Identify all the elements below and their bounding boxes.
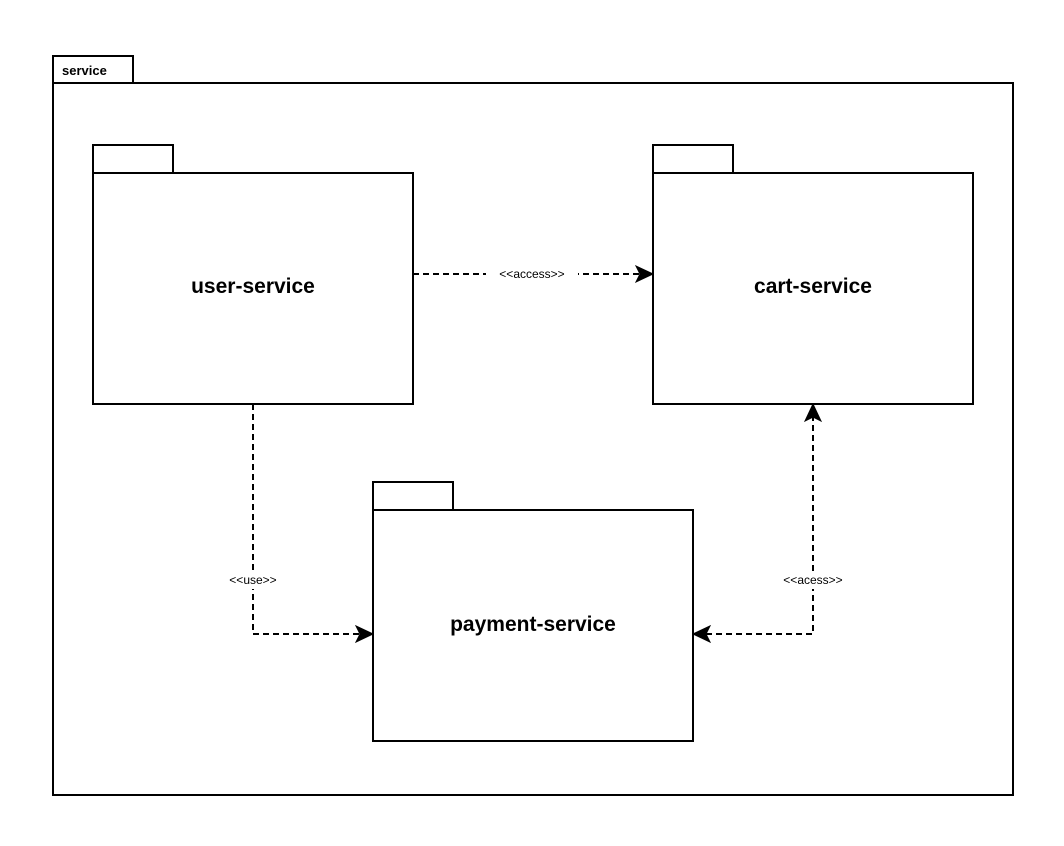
user-service-package[interactable]: user-service [92, 144, 414, 405]
cart-service-package[interactable]: cart-service [652, 144, 974, 405]
user-to-cart-dependency[interactable]: <<access>> [413, 264, 655, 284]
cart-service-label: cart-service [754, 275, 872, 298]
user-service-label: user-service [191, 275, 315, 298]
payment-service-tab [372, 481, 454, 511]
payment-cart-label: <<acess>> [783, 573, 842, 587]
payment-cart-dependency[interactable]: <<acess>> [691, 402, 857, 644]
payment-service-label: payment-service [450, 613, 616, 636]
cart-service-tab [652, 144, 734, 174]
user-to-cart-label-bg [486, 265, 578, 283]
user-to-payment-label: <<use>> [229, 573, 276, 587]
payment-cart-label-bg [769, 571, 857, 589]
user-to-payment-line [252, 404, 360, 635]
user-service-frame [92, 172, 414, 405]
user-to-cart-label: <<access>> [499, 267, 564, 281]
user-to-payment-dependency[interactable]: <<use>> [218, 404, 375, 644]
service-package-label: service [62, 63, 107, 78]
payment-cart-arrowhead-payment [691, 624, 712, 644]
payment-service-frame [372, 509, 694, 742]
user-to-payment-label-bg [218, 571, 288, 589]
user-service-tab [92, 144, 174, 174]
payment-service-package[interactable]: payment-service [372, 481, 694, 742]
cart-service-frame [652, 172, 974, 405]
user-to-payment-arrowhead [354, 624, 375, 644]
payment-cart-arrowhead-cart [803, 402, 823, 423]
payment-cart-line [706, 417, 814, 635]
user-to-cart-arrowhead [634, 264, 655, 284]
